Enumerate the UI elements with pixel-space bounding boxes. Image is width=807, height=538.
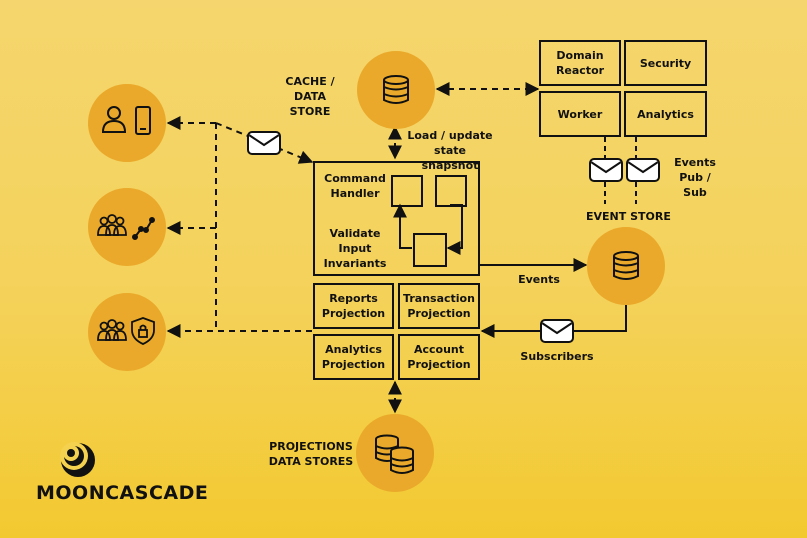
analytics-users-circle bbox=[88, 188, 166, 266]
projections-stores-circle bbox=[356, 414, 434, 492]
service-domain-reactor: Domain Reactor bbox=[539, 40, 621, 86]
company-logo-text: MOONCASCADE bbox=[36, 482, 209, 504]
event-store-label: EVENT STORE bbox=[586, 210, 671, 223]
handler-step-box-2 bbox=[435, 175, 467, 207]
command-handler-box: Command Handler Validate Input Invariant… bbox=[313, 161, 480, 276]
cache-store-circle bbox=[357, 51, 435, 129]
secure-users-circle bbox=[88, 293, 166, 371]
group-icon bbox=[97, 319, 127, 341]
validate-label: Validate Input Invariants bbox=[323, 227, 387, 270]
service-analytics: Analytics bbox=[624, 91, 707, 137]
service-worker: Worker bbox=[539, 91, 621, 137]
trend-icon bbox=[132, 217, 155, 240]
handler-step-box-1 bbox=[391, 175, 423, 207]
mobile-icon bbox=[135, 106, 151, 135]
projection-analytics: Analytics Projection bbox=[313, 334, 394, 380]
group-icon bbox=[97, 214, 127, 236]
envelope-icon bbox=[540, 319, 574, 343]
shield-lock-icon bbox=[131, 317, 155, 345]
subscribers-arrow bbox=[480, 305, 627, 338]
user-devices-circle bbox=[88, 84, 166, 162]
projections-stores-label: PROJECTIONS DATA STORES bbox=[268, 440, 354, 468]
moon-logo-icon bbox=[60, 442, 95, 477]
handler-step-box-3 bbox=[413, 233, 447, 267]
envelope-icon bbox=[589, 158, 623, 182]
database-icon bbox=[613, 251, 639, 280]
internal-arrow-left bbox=[393, 203, 412, 249]
event-store-circle bbox=[587, 227, 665, 305]
user-icon bbox=[101, 106, 127, 133]
projection-reports: Reports Projection bbox=[313, 283, 394, 329]
envelope-icon bbox=[247, 131, 281, 155]
database-icon bbox=[383, 75, 409, 104]
events-pubsub-label: Events Pub / Sub bbox=[674, 156, 716, 199]
command-handler-label: Command Handler bbox=[324, 172, 386, 200]
projection-transaction: Transaction Projection bbox=[398, 283, 480, 329]
service-security: Security bbox=[624, 40, 707, 86]
projection-account: Account Projection bbox=[398, 334, 480, 380]
events-label: Events bbox=[518, 273, 560, 286]
envelope-icon bbox=[626, 158, 660, 182]
subscribers-label: Subscribers bbox=[520, 350, 594, 363]
cache-store-label: CACHE / DATA STORE bbox=[285, 75, 335, 118]
database-icon bbox=[375, 434, 414, 474]
